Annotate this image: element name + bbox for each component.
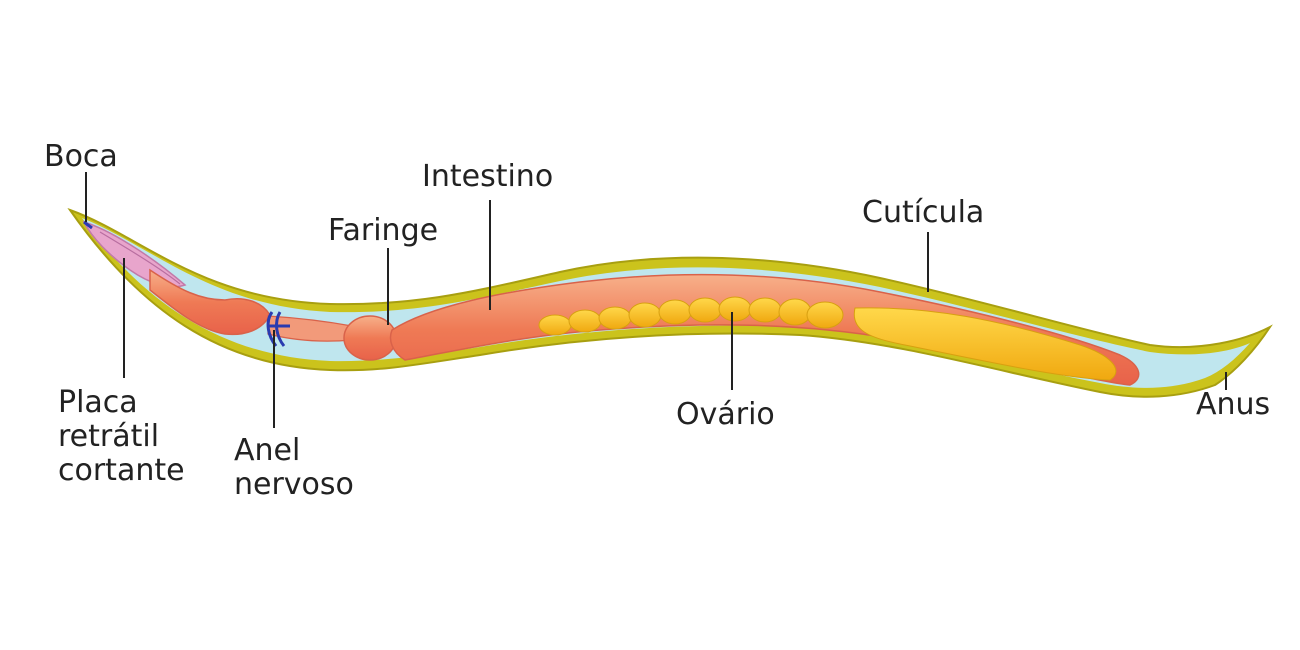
label-placa-line1: Placa xyxy=(58,385,138,420)
label-boca: Boca xyxy=(44,139,118,174)
label-intestino: Intestino xyxy=(422,159,553,194)
label-faringe: Faringe xyxy=(328,213,438,248)
ovary xyxy=(538,296,1117,381)
mouth-mark xyxy=(83,220,93,230)
label-anel-line2: nervoso xyxy=(234,467,354,502)
label-ovario: Ovário xyxy=(676,397,775,432)
label-cuticula: Cutícula xyxy=(862,195,984,230)
label-placa-line3: cortante xyxy=(58,453,185,488)
label-anus: Anus xyxy=(1196,387,1270,422)
intestine xyxy=(389,273,1140,386)
label-placa-line2: retrátil xyxy=(58,419,159,454)
label-anel-line1: Anel xyxy=(234,433,300,468)
